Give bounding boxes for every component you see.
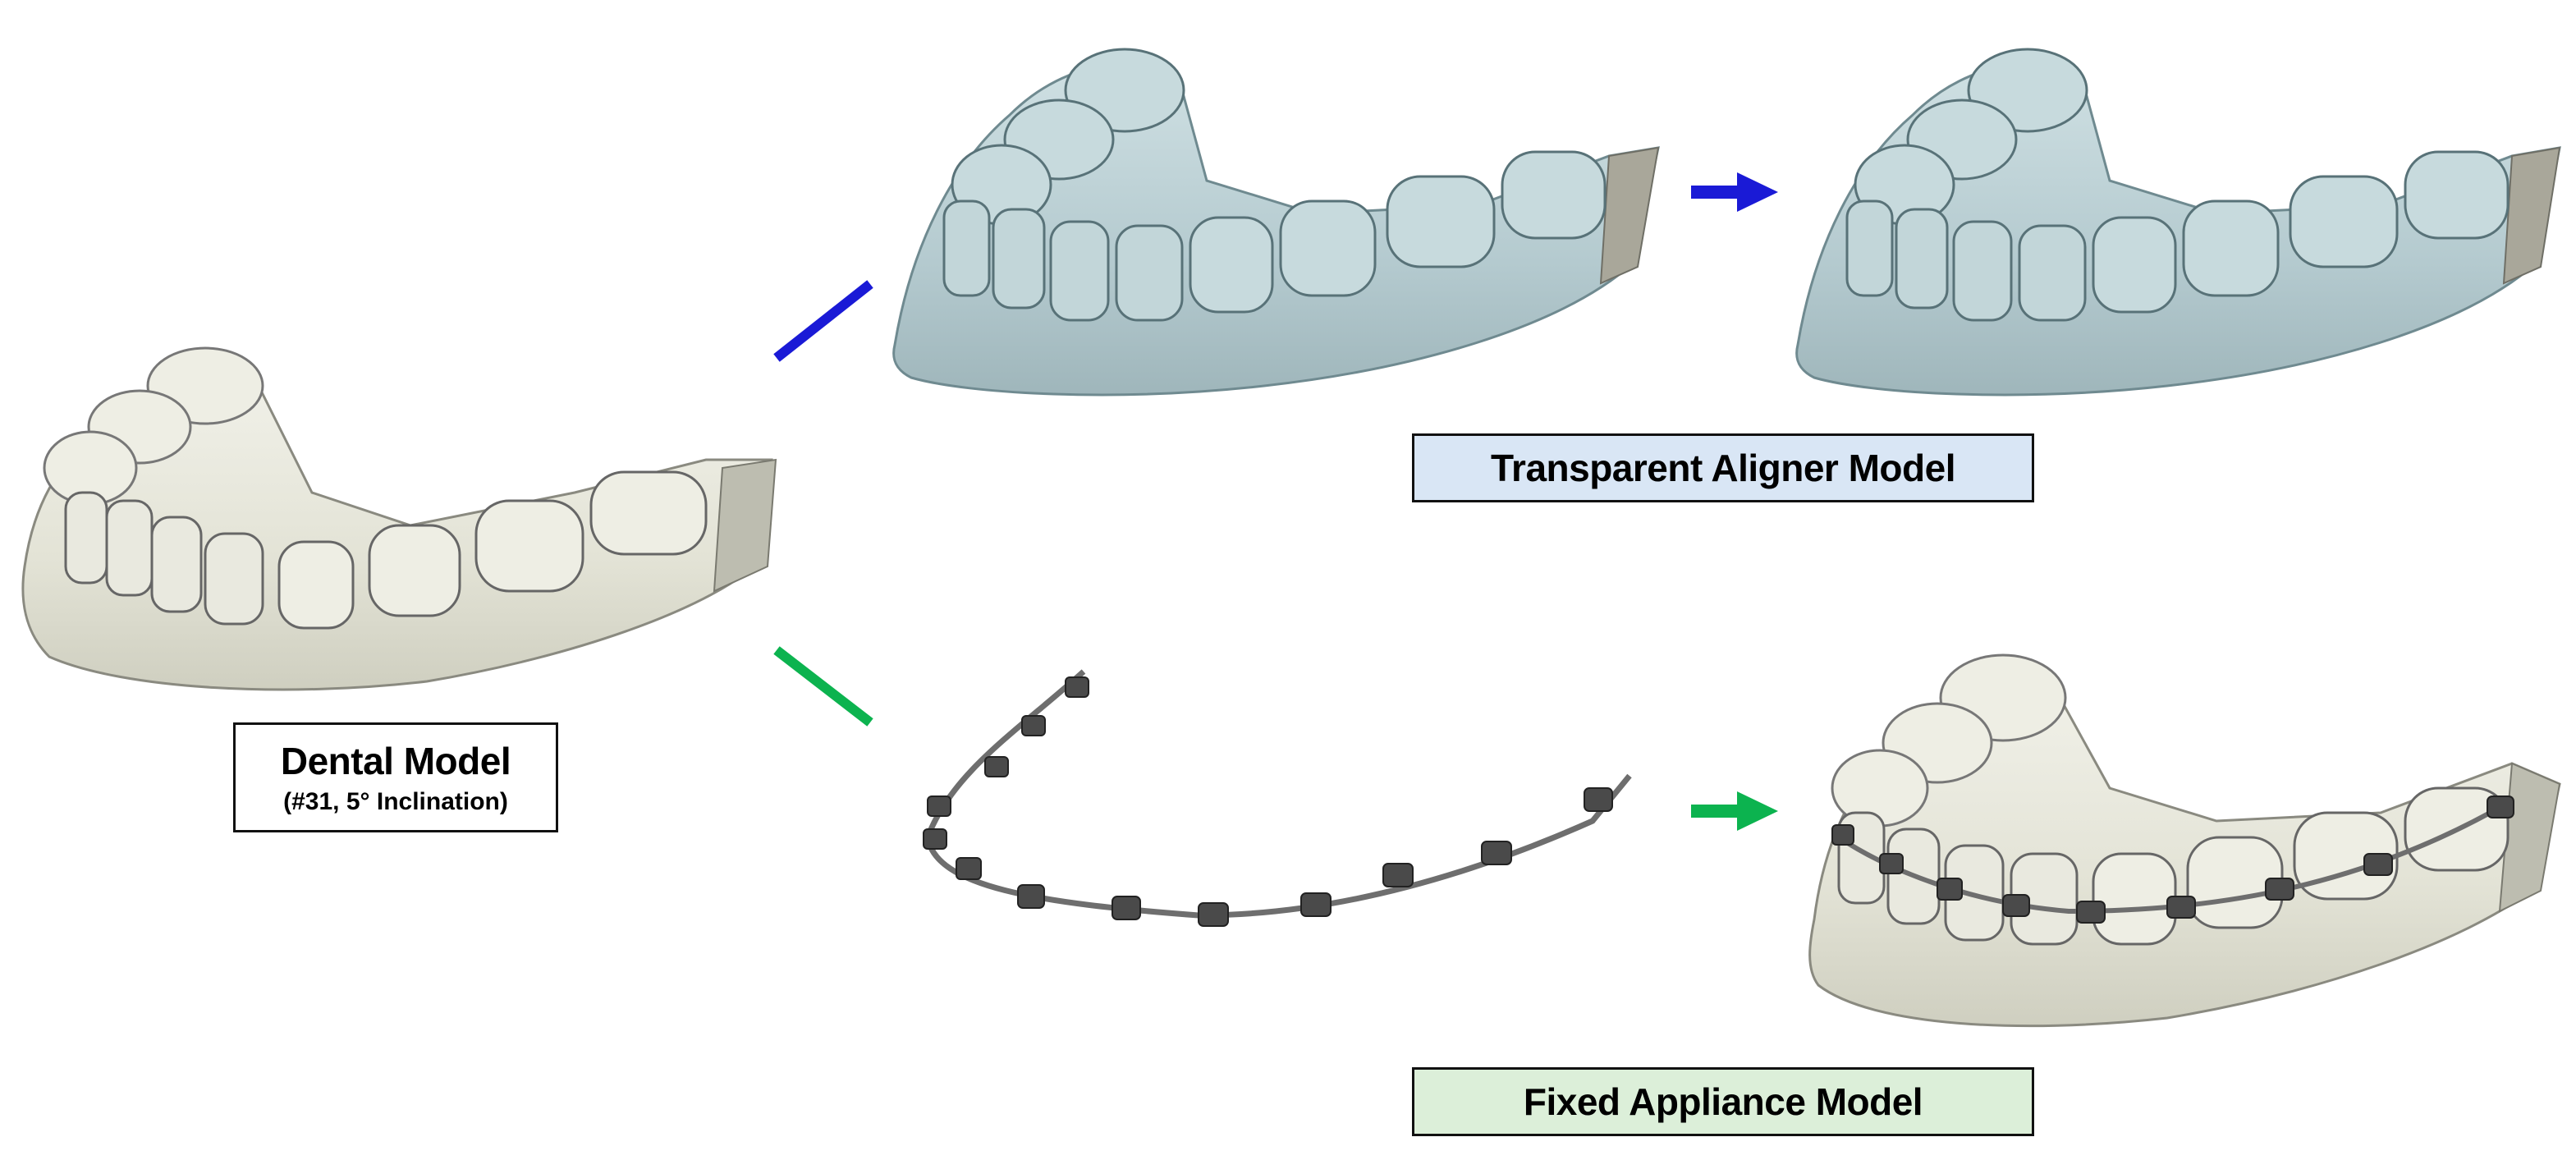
transparent-aligner-label: Transparent Aligner Model xyxy=(1412,433,2034,502)
fixed-appliance-title: Fixed Appliance Model xyxy=(1523,1080,1923,1123)
fixed-arrow-icon xyxy=(1691,791,1778,831)
dental-model-subtitle: (#31, 5° Inclination) xyxy=(283,788,508,815)
fixed-appliance-label: Fixed Appliance Model xyxy=(1412,1067,2034,1136)
bracket-set xyxy=(923,676,1613,927)
fixed-appliance-illustration xyxy=(1808,653,2561,1028)
aligner-model-illustration xyxy=(892,48,1660,397)
aligner-arrow-icon xyxy=(1691,172,1778,212)
transparent-aligner-title: Transparent Aligner Model xyxy=(1490,447,1956,489)
fixed-branch-line xyxy=(773,646,873,727)
aligner-branch-line xyxy=(773,280,873,362)
braces-wire-illustration xyxy=(923,669,1632,927)
dental-model-title: Dental Model xyxy=(280,740,511,782)
dental-model-label: Dental Model (#31, 5° Inclination) xyxy=(233,722,558,832)
dental-model-illustration xyxy=(21,346,777,691)
aligner-fitted-illustration xyxy=(1795,48,2561,397)
